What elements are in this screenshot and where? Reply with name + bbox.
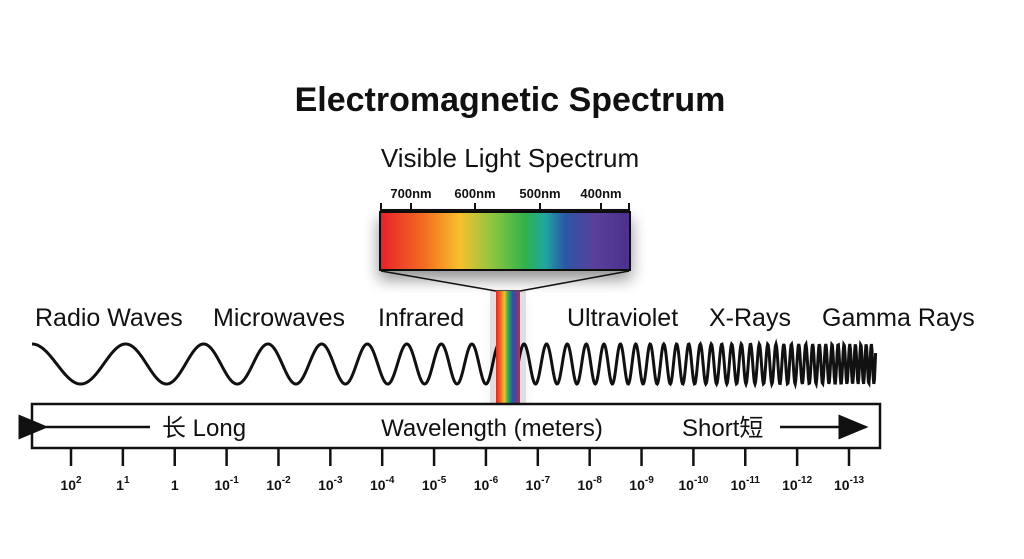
wavelength-tick-label: 102 [60, 475, 82, 493]
visible-spectrum-bar [379, 211, 631, 271]
visible-light-beam [490, 291, 526, 403]
wavelength-tick-label: 10-9 [629, 475, 654, 493]
axis-short-label: Short短 [682, 415, 763, 442]
nm-tick-label: 400nm [580, 186, 621, 201]
wavelength-tick-label: 10-11 [731, 475, 761, 493]
wavelength-tick-label: 10-4 [370, 475, 395, 493]
band-label-ultraviolet: Ultraviolet [567, 304, 678, 332]
nm-tick-label: 700nm [390, 186, 431, 201]
axis-title: Wavelength (meters) [381, 415, 603, 442]
wavelength-tick-label: 10-13 [834, 475, 864, 493]
wavelength-tick-label: 10-8 [577, 475, 602, 493]
wavelength-tick-label: 10-6 [474, 475, 499, 493]
wavelength-tick-label: 10-3 [318, 475, 343, 493]
prism-funnel [380, 270, 630, 292]
wavelength-tick-label: 10-12 [782, 475, 812, 493]
band-label-radio: Radio Waves [35, 304, 183, 332]
band-label-microwaves: Microwaves [213, 304, 345, 332]
wavelength-tick-label: 10-1 [214, 475, 239, 493]
axis-long-label: 长 Long [162, 415, 246, 442]
band-label-gamma: Gamma Rays [822, 304, 975, 332]
nm-tick-label: 500nm [519, 186, 560, 201]
band-label-infrared: Infrared [378, 304, 464, 332]
nm-tick-label: 600nm [454, 186, 495, 201]
wavelength-tick-label: 10-10 [678, 475, 708, 493]
band-label-xrays: X-Rays [709, 304, 791, 332]
wavelength-tick-label: 1 [171, 477, 179, 493]
wavelength-axis-box [30, 402, 882, 450]
wavelength-tick-label: 11 [116, 475, 130, 493]
wavelength-tick-label: 10-2 [266, 475, 291, 493]
visible-spectrum-title: Visible Light Spectrum [381, 143, 639, 173]
visible-nm-ticks: 700nm 600nm 500nm 400nm [380, 186, 630, 212]
em-wave [31, 338, 878, 390]
wavelength-tick-label: 10-5 [422, 475, 447, 493]
diagram-title: Electromagnetic Spectrum [295, 81, 726, 119]
wavelength-tick-label: 10-7 [526, 475, 551, 493]
